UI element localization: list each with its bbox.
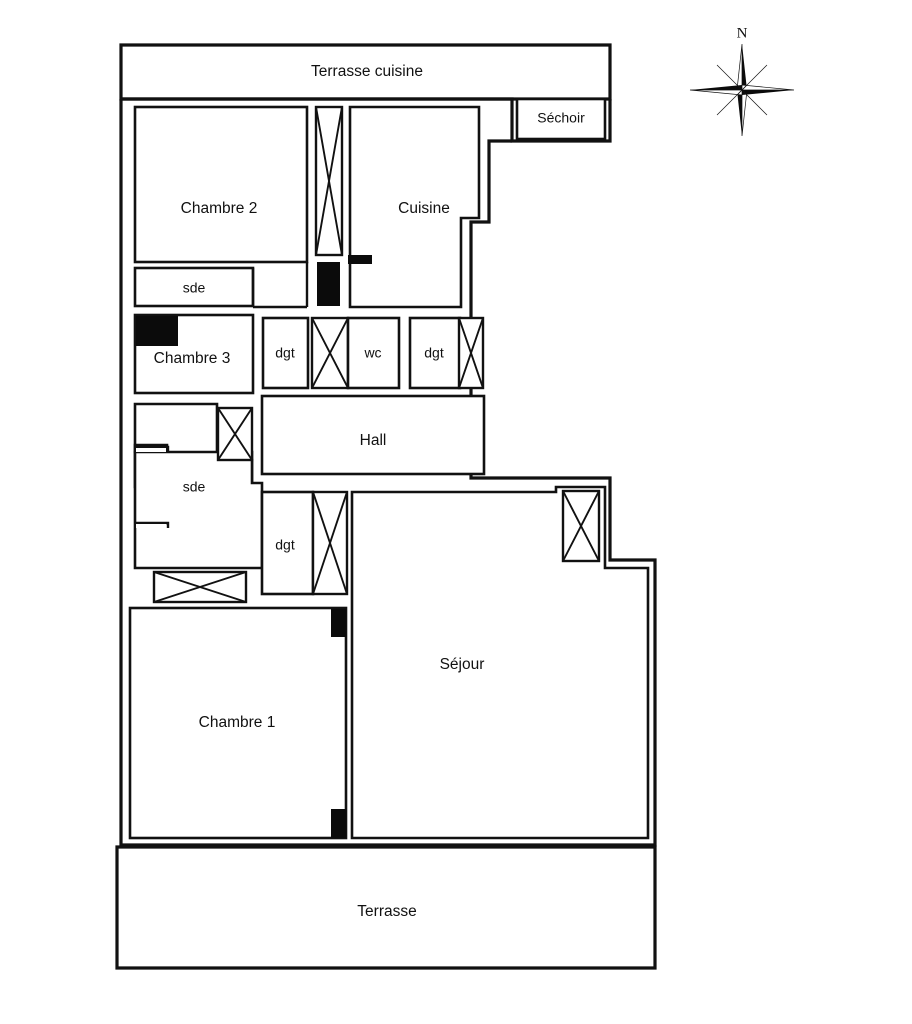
room-label-sejour: Séjour — [440, 656, 485, 673]
room-label-dgt-2: dgt — [424, 345, 444, 361]
door-mark-chambre1-top — [331, 609, 346, 637]
room-label-cuisine: Cuisine — [398, 200, 450, 217]
room-sde-upper: sde — [133, 266, 255, 308]
compass-north-label: N — [737, 25, 748, 41]
room-label-dgt-1: dgt — [275, 345, 295, 361]
closet-placard-sejour — [561, 489, 601, 563]
room-sde-lower: sde — [133, 402, 264, 570]
room-dgt-3: dgt — [260, 490, 315, 596]
room-chambre-2: Chambre 2 — [133, 105, 309, 264]
room-chambre-1: Chambre 1 — [128, 606, 348, 840]
room-chambre-3: Chambre 3 — [133, 313, 255, 395]
room-label-terrasse-cuisine: Terrasse cuisine — [311, 63, 423, 80]
closet-placard-chambre1 — [152, 570, 248, 604]
room-dgt-1: dgt — [261, 316, 310, 390]
room-label-sechoir: Séchoir — [537, 110, 585, 126]
room-terrasse: Terrasse — [115, 845, 657, 970]
door-mark-cuisine-wall — [348, 255, 372, 264]
compass-rose: N — [689, 25, 795, 137]
closet-placard-chambre2 — [314, 105, 344, 257]
door-mark-chambre3 — [136, 316, 178, 346]
room-label-chambre-2: Chambre 2 — [181, 200, 258, 217]
room-label-wc: wc — [363, 345, 381, 361]
closet-placard-dgt3 — [311, 490, 349, 596]
wall-segment-chambre2-right — [251, 262, 309, 309]
closet-placard-dgt1 — [310, 316, 350, 390]
room-terrasse-cuisine: Terrasse cuisine — [119, 43, 612, 101]
room-sejour: Séjour — [350, 485, 650, 840]
room-label-sde-upper: sde — [183, 280, 206, 296]
room-cuisine: Cuisine — [348, 105, 481, 309]
room-label-terrasse: Terrasse — [357, 903, 416, 920]
door-mark-chambre1-bottom — [331, 809, 346, 838]
room-wc: wc — [346, 316, 401, 390]
room-label-chambre-1: Chambre 1 — [199, 714, 276, 731]
closet-placard-dgt2 — [457, 316, 485, 390]
apartment-outline — [119, 97, 657, 847]
door-mark-cuisine-entry — [317, 262, 340, 306]
room-label-chambre-3: Chambre 3 — [154, 350, 231, 367]
room-label-dgt-3: dgt — [275, 537, 295, 553]
room-label-hall: Hall — [360, 432, 387, 449]
room-sechoir: Séchoir — [515, 97, 607, 141]
room-hall: Hall — [260, 394, 486, 476]
closet-placard-sde-lower — [216, 406, 254, 462]
room-dgt-2: dgt — [408, 316, 462, 390]
room-label-sde-lower: sde — [183, 479, 206, 495]
